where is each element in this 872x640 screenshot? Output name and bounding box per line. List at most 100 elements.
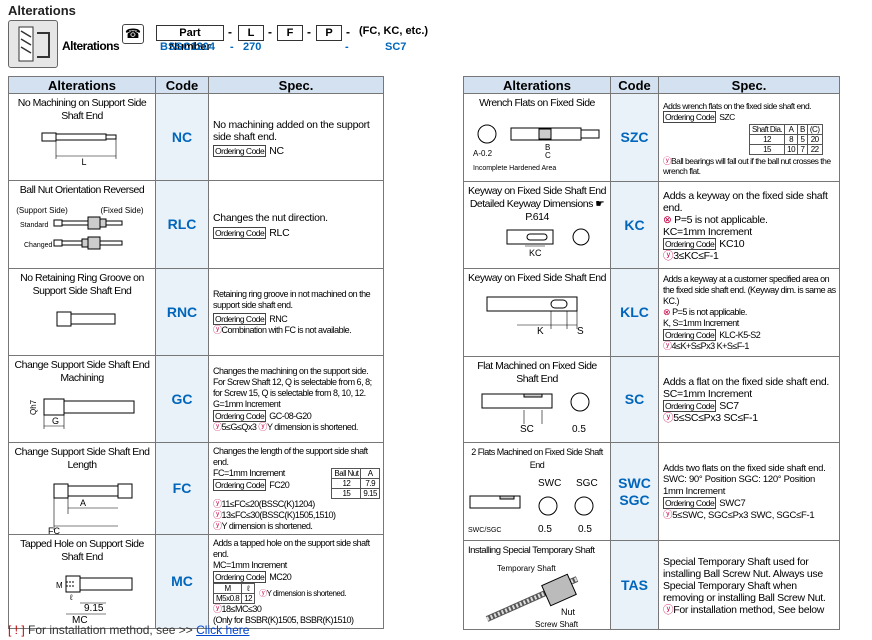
spec-range: 11≤FC≤20(BSSC(K)1204) [221, 499, 316, 509]
mini-header: A [360, 468, 380, 479]
drawing-label: (Fixed Side) [100, 206, 143, 215]
dim-label: MC [72, 615, 88, 624]
pn-value-sc: SC7 [385, 41, 407, 53]
spec-increment: K, S=1mm Increment [663, 318, 739, 328]
spec-text: No machining added on the support side s… [213, 118, 370, 143]
spec-range: 13≤FC≤30(BSSC(K)1505,1510) [221, 510, 336, 520]
mini-cell: 12 [331, 478, 362, 489]
dim-label: 0.5 [572, 424, 586, 434]
table-row: Keyway on Fixed Side Shaft End K S KLC A… [463, 268, 840, 357]
mini-header: B [797, 123, 808, 135]
pn-value-part: BSSC1204 [160, 41, 216, 53]
alterations-table-left: Alterations Code Spec. No Machining on S… [8, 76, 384, 629]
installation-link[interactable]: Click here [196, 623, 250, 637]
ordering-code-badge: Ordering Code [663, 237, 717, 250]
dim-label: C [545, 151, 551, 160]
caution-icon: ⓨ [663, 509, 673, 521]
spec-range: 18≤MC≤30 [221, 604, 262, 614]
col-header-spec: Spec. [208, 76, 384, 94]
mini-cell: 15 [331, 488, 362, 499]
mc-drawing: M ℓ 9.15 MC [56, 575, 133, 624]
ordering-code-value: MC20 [269, 572, 292, 582]
ordering-code-value: RLC [269, 226, 290, 239]
col-header-spec: Spec. [658, 76, 840, 94]
dim-label: ℓ [69, 593, 73, 602]
spec-increment: 1mm Increment [663, 485, 726, 497]
ordering-code-badge: Ordering Code [213, 479, 267, 491]
mini-header: Shaft Dia. [748, 123, 786, 135]
alteration-name: No Retaining Ring Groove on Support Side… [20, 272, 144, 297]
ordering-code-value: RNC [269, 314, 288, 324]
dim-label: A-0.2 [473, 149, 493, 158]
code-sc: SC [610, 356, 659, 443]
alteration-name: No Machining on Support Side Shaft End [17, 97, 147, 122]
dim-label: Temporary Shaft [497, 564, 556, 573]
swc-drawing: SWC SGC 0.5 0.5 SWC/SGC [468, 478, 598, 535]
table-row: No Machining on Support Side Shaft End L… [8, 93, 384, 181]
table-row: Installing Special Temporary Shaft Tempo… [463, 540, 840, 630]
spec-text: Retaining ring groove in not machined on… [213, 289, 371, 310]
spec-text: Adds two flats on the fixed side shaft e… [663, 462, 826, 474]
alteration-name: Change Support Side Shaft End Machining [14, 359, 150, 384]
header-label: Alterations [62, 39, 120, 53]
code-tas: TAS [610, 540, 659, 630]
spec-increment: KC=1mm Increment [663, 225, 752, 238]
table-row: Change Support Side Shaft End Machining … [8, 355, 384, 443]
ordering-code-badge: Ordering Code [213, 571, 267, 583]
pn-dash: - [346, 25, 350, 39]
spec-note: Y dimension is shortened. [266, 422, 358, 432]
drawing-label: (Support Side) [16, 206, 68, 215]
mini-cell: 12 [241, 593, 256, 604]
alteration-name: Ball Nut Orientation Reversed [19, 184, 145, 196]
ordering-code-badge: Ordering Code [663, 110, 717, 123]
mini-cell: 9.15 [360, 488, 380, 499]
dim-label: M [56, 581, 63, 590]
dim-label: Nut [561, 607, 576, 617]
table-row: Tapped Hole on Support Side Shaft End M … [8, 534, 384, 629]
dim-label: L [81, 157, 86, 167]
col-header-code: Code [155, 76, 209, 94]
caution-icon: ⓨ [213, 604, 222, 614]
caution-icon: ⓨ [663, 155, 672, 166]
mini-header: (C) [806, 123, 823, 135]
spec-increment: SC=1mm Increment [663, 388, 752, 400]
spec-note: For installation method, See below [673, 603, 825, 616]
dim-label: Qh7 [29, 399, 38, 415]
pn-dash: - [268, 25, 272, 39]
spec-text: Special Temporary Shaft used for install… [663, 555, 826, 604]
dim-label: K [537, 326, 544, 337]
spec-range: 5≤SC≤Px3 SC≤F-1 [673, 412, 758, 424]
col-header-alterations: Alterations [463, 76, 611, 94]
code-sgc: SGC [619, 491, 650, 508]
gc-drawing: Qh7 G [29, 398, 135, 429]
dim-label: 9.15 [84, 603, 104, 614]
dim-label: KC [529, 248, 542, 258]
mini-cell: 7 [797, 143, 808, 155]
alterations-icon [8, 20, 58, 68]
spec-restriction: P=5 is not applicable. [672, 307, 747, 317]
mini-cell: M5x0.8 [212, 593, 243, 604]
spec-text: Adds wrench flats on the fixed side shaf… [663, 100, 812, 111]
dim-label: Screw Shaft [535, 620, 579, 629]
table-row: No Retaining Ring Groove on Support Side… [8, 268, 384, 356]
mini-header: M [212, 583, 243, 594]
spec-increment: G=1mm Increment [213, 399, 281, 409]
ordering-code-badge: Ordering Code [663, 497, 717, 510]
table-row: Flat Machined on Fixed Side Shaft End SC… [463, 356, 840, 443]
dim-label: A [80, 498, 86, 508]
rlc-drawing: (Support Side) (Fixed Side) Standard Cha… [16, 206, 143, 250]
dim-label: SC [520, 424, 534, 434]
mini-cell: 20 [806, 133, 823, 145]
spec-text: Changes the machining on the support sid… [213, 366, 372, 398]
ordering-code-value: SZC [719, 111, 735, 122]
table-row: Wrench Flats on Fixed Side A-0.2 B C Inc… [463, 93, 840, 182]
mc-note: Y dimension is shortened. [266, 589, 347, 598]
spec-increment: FC=1mm Increment [213, 468, 285, 478]
ordering-code-badge: Ordering Code [213, 313, 267, 325]
dim-label: S [577, 326, 584, 337]
alteration-name: Keyway on Fixed Side Shaft End Detailed … [468, 185, 606, 223]
mini-header: ℓ [241, 583, 256, 594]
kc-drawing: KC [506, 228, 590, 258]
spec-note: Y dimension is shortened. [221, 521, 313, 531]
